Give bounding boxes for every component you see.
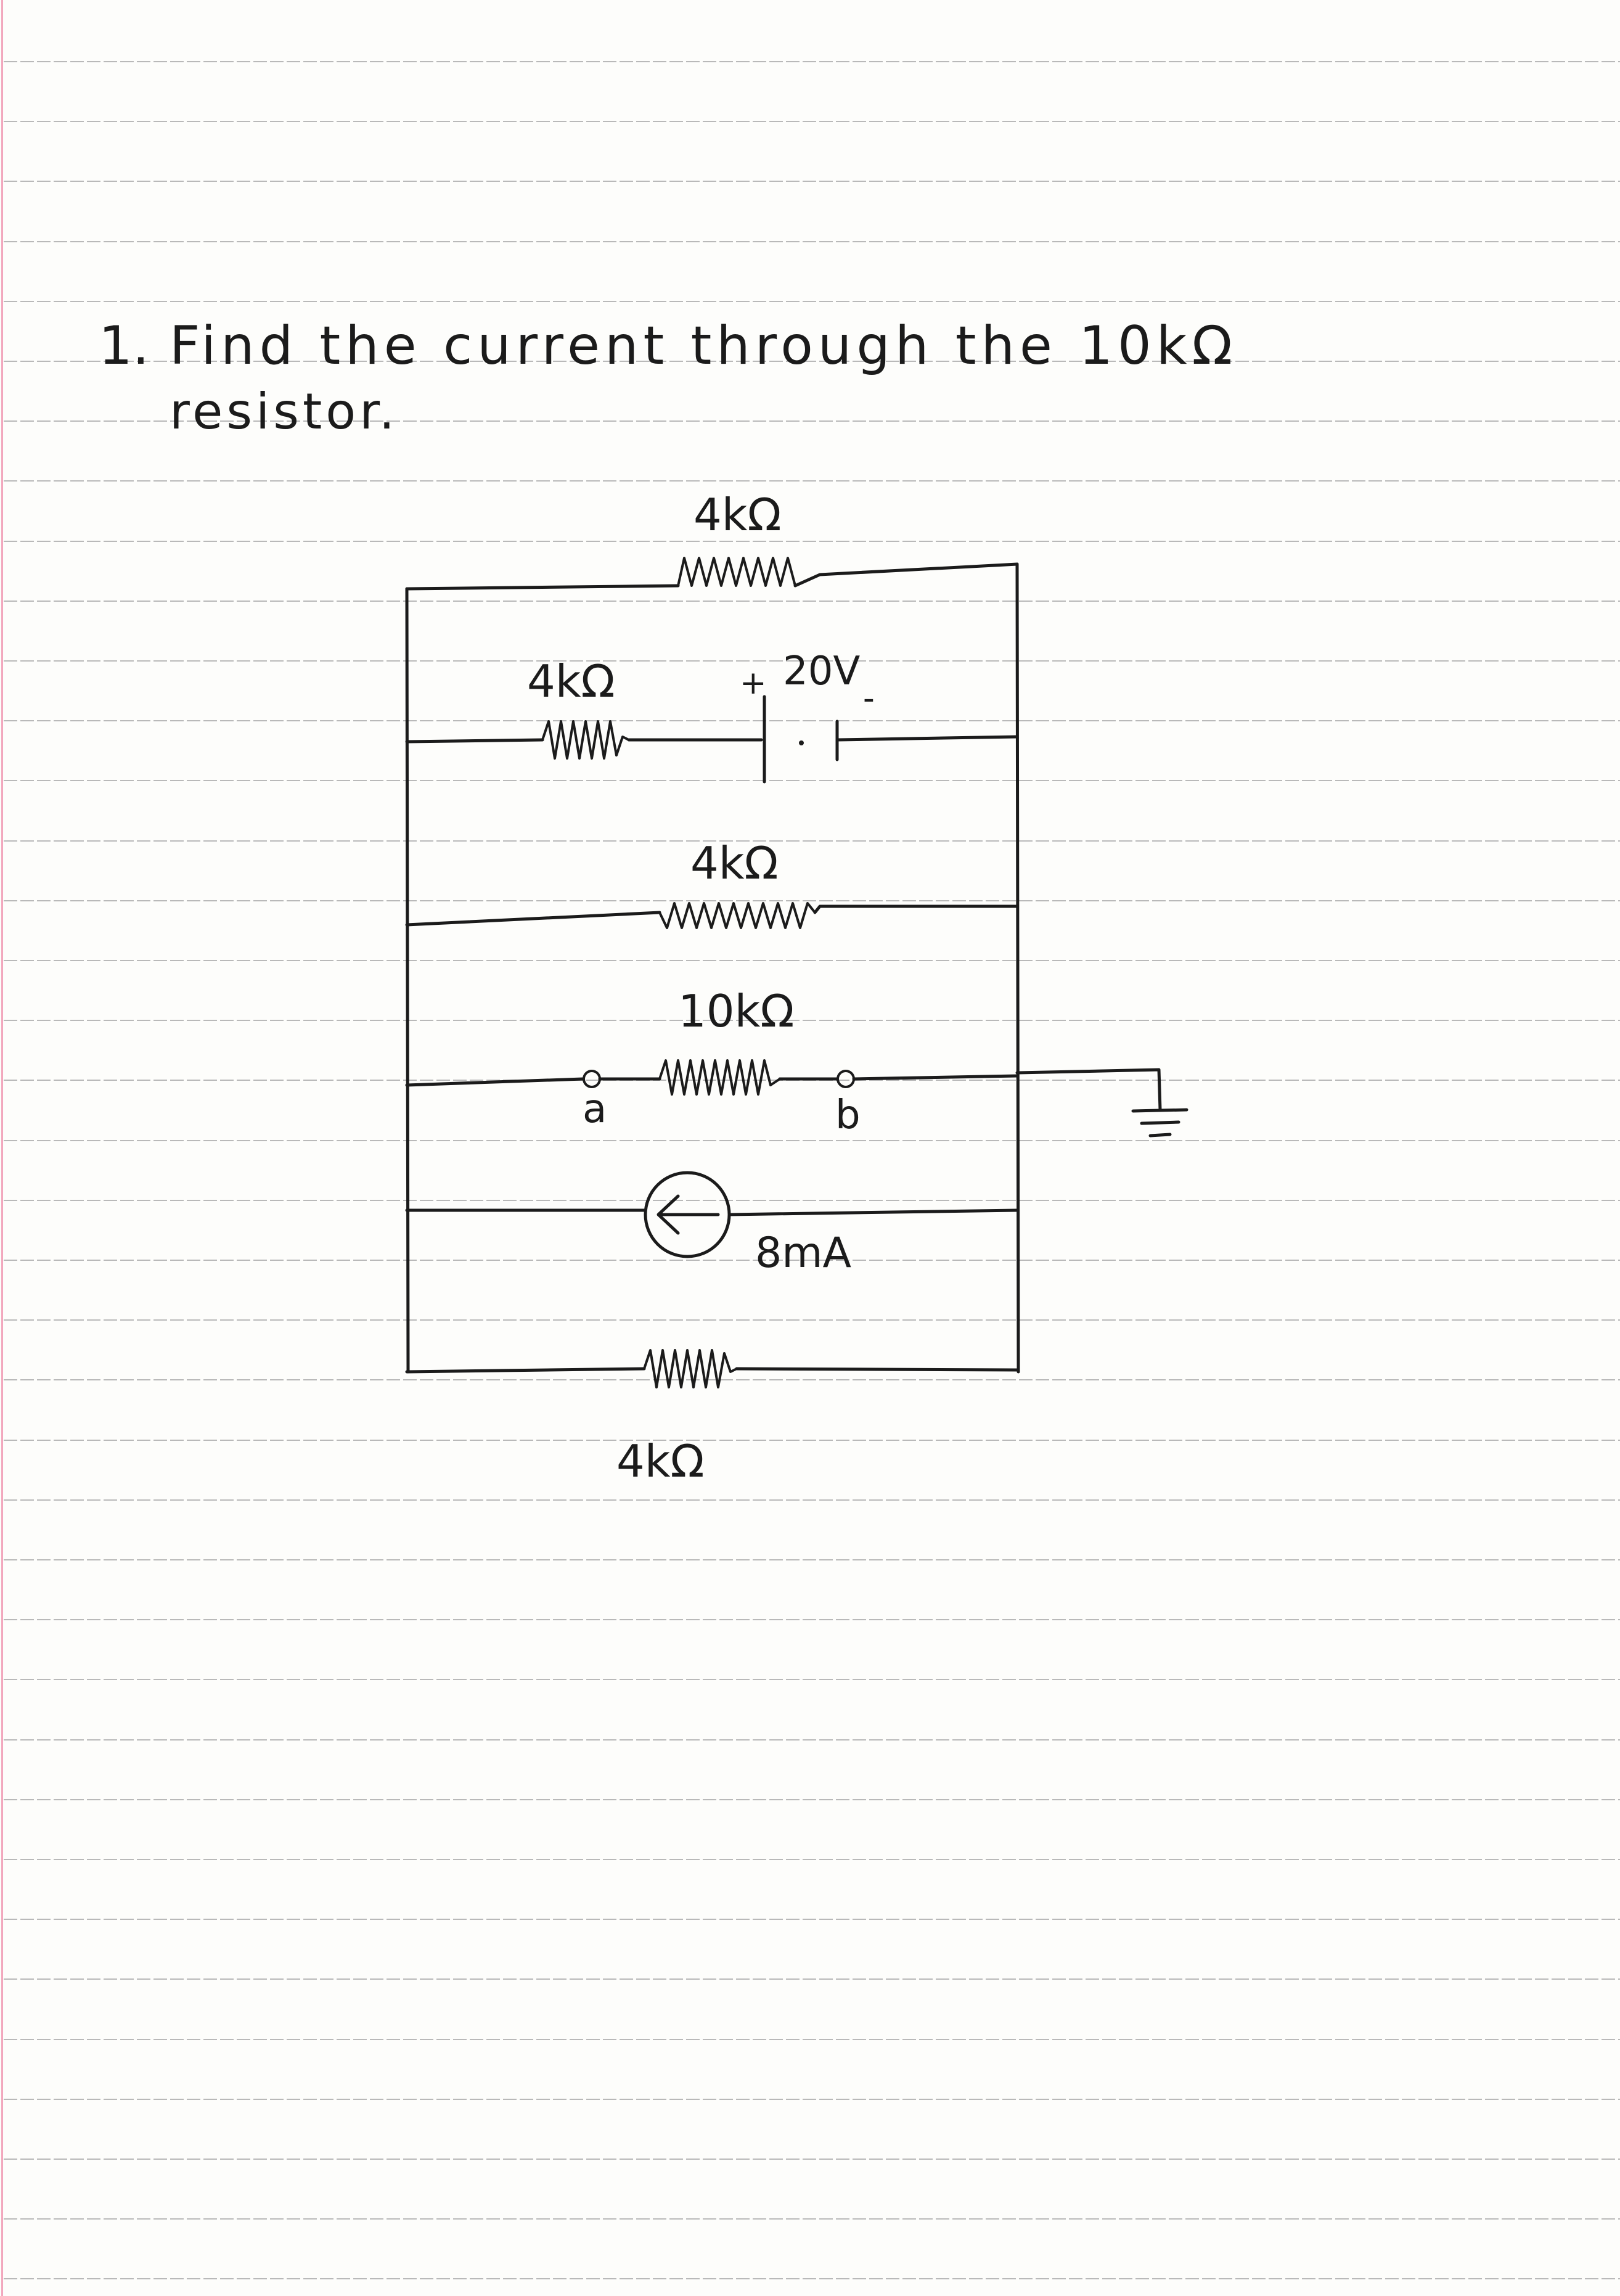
battery-minus-label: - — [863, 680, 875, 717]
left-rail — [405, 587, 410, 1374]
battery-plus-label: + — [740, 665, 767, 702]
problem-text-line2: resistor. — [170, 383, 398, 440]
branch2-resistor-label: 4kΩ — [527, 655, 615, 707]
node-b-label: b — [835, 1093, 861, 1138]
node-a-terminal — [583, 1070, 601, 1088]
branch3-resistor-label: 4kΩ — [690, 837, 779, 889]
target-resistor — [658, 1059, 781, 1096]
problem-text-line1: Find the current through the 10kΩ — [170, 315, 1237, 377]
battery-dot — [799, 740, 804, 745]
branch3-wire-left — [405, 911, 661, 927]
branch2-wire-left — [405, 738, 544, 744]
branch2-wire-right — [835, 735, 1019, 742]
problem-number: 1. — [99, 315, 149, 377]
ground-line-1 — [1131, 1108, 1188, 1113]
branch2-resistor — [541, 720, 629, 760]
branch5-wire-right — [727, 1208, 1019, 1216]
branch3-resistor — [658, 902, 816, 929]
ground-wire — [1015, 1068, 1162, 1112]
battery-voltage-label: 20V — [783, 649, 860, 694]
ground-line-3 — [1148, 1133, 1172, 1138]
margin-line — [1, 0, 3, 2296]
branch6-wire-right — [735, 1367, 1019, 1372]
branch6-resistor-label: 4kΩ — [616, 1435, 705, 1487]
branch1-wire-right — [793, 562, 1019, 588]
target-resistor-label: 10kΩ — [678, 985, 794, 1037]
right-rail — [1015, 562, 1020, 1374]
branch1-resistor-label: 4kΩ — [693, 489, 782, 541]
branch3-wire-right — [813, 904, 1019, 914]
ground-line-2 — [1140, 1120, 1180, 1125]
branch1-resistor — [677, 557, 796, 587]
node-a-label: a — [583, 1086, 607, 1132]
current-source-label: 8mA — [755, 1229, 851, 1277]
branch4-wire-left — [405, 1077, 584, 1087]
branch6-wire-left — [405, 1367, 646, 1374]
current-source-arrow-icon — [657, 1194, 720, 1235]
branch6-resistor — [643, 1349, 737, 1388]
node-b-terminal — [837, 1070, 855, 1088]
branch1-wire-left — [405, 584, 680, 591]
branch4-wire-right — [852, 1074, 1019, 1081]
